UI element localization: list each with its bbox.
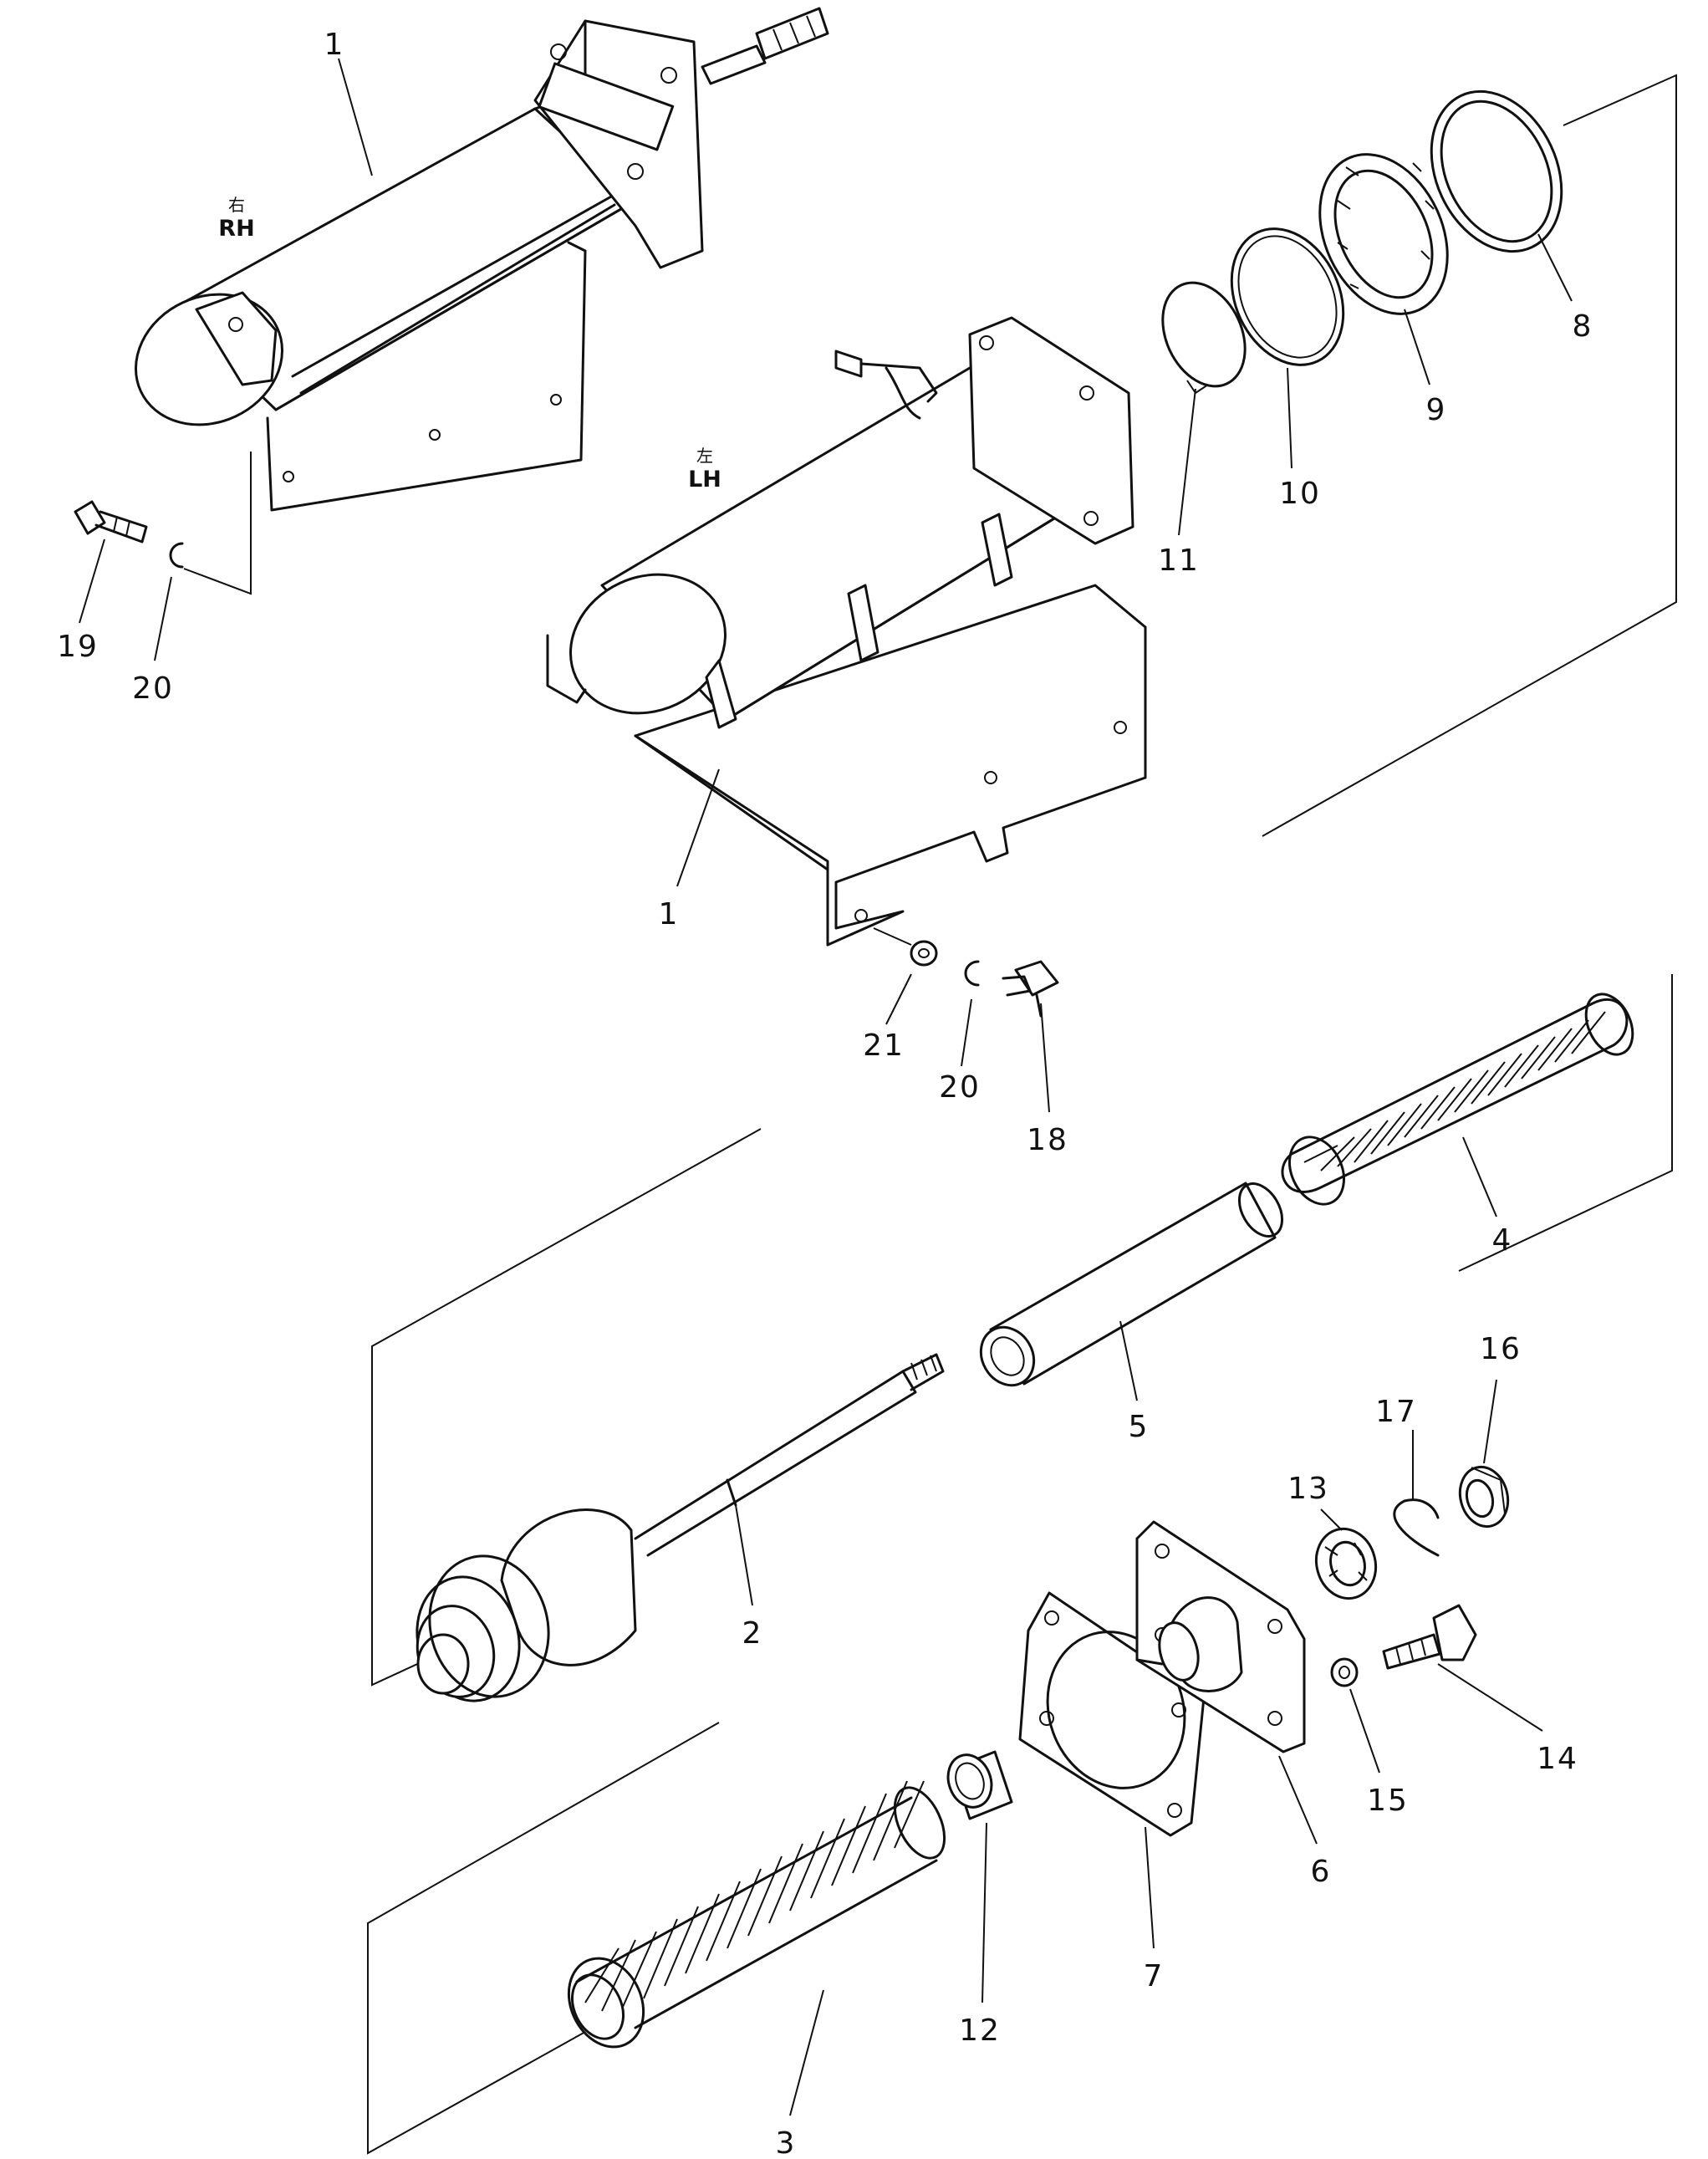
washer-15 (1330, 1657, 1359, 1687)
callout-7: 7 (1144, 1959, 1165, 1993)
callout-19: 19 (57, 630, 99, 664)
piston-rod-2 (416, 1353, 945, 1702)
ring-8 (1430, 89, 1563, 253)
callout-15: 15 (1367, 1784, 1409, 1818)
cover-6 (1135, 1520, 1306, 1753)
exploded-guide-middle (371, 1128, 762, 1687)
seal-13 (1314, 1527, 1378, 1600)
spring-3 (567, 1780, 946, 2049)
exploded-guide-lower (367, 1722, 720, 2155)
callout-20-rh: 20 (132, 671, 174, 706)
washer-20-lh (964, 960, 980, 987)
callout-12: 12 (959, 2014, 1001, 2048)
callout-9: 9 (1426, 393, 1447, 427)
bushing-12 (946, 1750, 1013, 1820)
callout-4: 4 (1492, 1223, 1513, 1258)
lh-label: LH (688, 467, 721, 493)
rh-kanji-label: 右 (228, 195, 245, 215)
rh-label: RH (218, 216, 254, 242)
spring-4 (1281, 993, 1634, 1206)
rh-cylinder-assembly (134, 7, 829, 595)
ring-10 (1230, 227, 1345, 366)
callout-18: 18 (1027, 1123, 1068, 1157)
washer-20-rh (169, 542, 184, 569)
callout-10: 10 (1279, 477, 1321, 511)
callout-21: 21 (863, 1028, 905, 1063)
callout-11: 11 (1158, 544, 1200, 578)
callout-16: 16 (1480, 1332, 1522, 1366)
bolt-19 (74, 500, 148, 544)
seal-16 (1458, 1465, 1510, 1529)
callout-13: 13 (1287, 1472, 1329, 1506)
bolt-18 (1002, 960, 1059, 1018)
callout-17: 17 (1375, 1395, 1417, 1429)
callout-8: 8 (1573, 309, 1593, 344)
callout-2: 2 (742, 1616, 763, 1651)
callout-14: 14 (1537, 1742, 1578, 1776)
callout-1-rh: 1 (324, 28, 345, 62)
callout-1-lh: 1 (659, 897, 680, 931)
callout-20-lh: 20 (939, 1070, 981, 1105)
callout-3: 3 (776, 2126, 797, 2159)
callout-6: 6 (1311, 1855, 1332, 1889)
bolt-14 (1382, 1604, 1477, 1670)
lh-cylinder-assembly (546, 316, 1147, 947)
lh-kanji-label: 左 (696, 446, 713, 466)
snap-ring-11 (1161, 281, 1247, 395)
ring-9 (1318, 153, 1449, 315)
callout-5: 5 (1129, 1410, 1150, 1444)
washer-21 (910, 940, 938, 967)
snap-ring-17 (1393, 1498, 1440, 1557)
tube-5 (979, 1182, 1284, 1387)
exploded-guide-upper (1262, 74, 1677, 837)
